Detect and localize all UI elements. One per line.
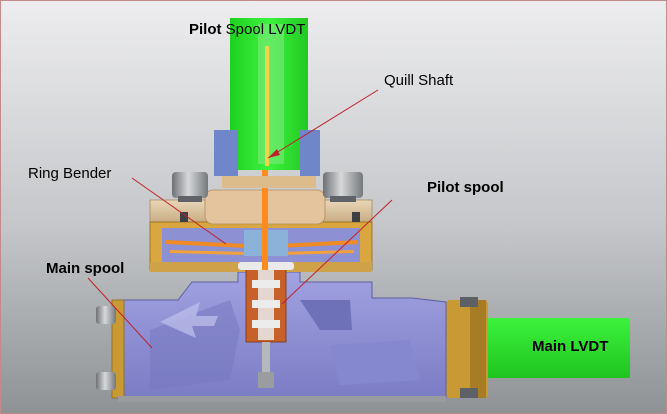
main-lvdt-label: Main LVDT	[532, 338, 609, 355]
quill-shaft-label: Quill Shaft	[384, 72, 454, 89]
main-lvdt-bolt-top	[460, 297, 478, 307]
pilot-spool-leader	[281, 199, 393, 305]
ring-bender-leader	[131, 177, 227, 245]
pilot-spool-lvdt-label: Pilot Spool LVDT	[189, 22, 305, 37]
leader-lines	[87, 89, 393, 349]
main-spool-leader	[87, 277, 153, 349]
ring-bender	[166, 240, 358, 255]
pilot-spool-tip	[258, 372, 274, 388]
main-housing-channel	[300, 300, 352, 330]
main-lvdt-bolt-bottom	[460, 388, 478, 398]
ring-bender-label: Ring Bender	[28, 165, 112, 182]
pilot-spool-land-2	[252, 300, 280, 308]
pilot-lvdt-core-rod	[265, 46, 269, 166]
pilot-spool-label: Pilot spool	[427, 179, 504, 196]
main-spool-bolt-top	[96, 306, 116, 324]
main-lvdt-body	[480, 318, 630, 378]
ring-bender-plate-right-2	[278, 250, 354, 255]
main-spool-label: Main spool	[46, 260, 125, 277]
right-cap	[323, 172, 363, 198]
quill-shaft-leader	[267, 89, 379, 159]
main-lvdt-adapter-shade	[470, 300, 486, 398]
left-cap-stem	[178, 196, 202, 202]
pilot-lvdt-collar	[214, 130, 238, 176]
pilot-lvdt-coil-window	[258, 24, 284, 164]
main-spool-bolt-bottom	[96, 372, 116, 390]
pilot-lvdt-collar-right	[300, 130, 320, 176]
main-housing-arrow-mark	[160, 302, 218, 338]
pilot-lvdt-base-ring	[222, 176, 316, 188]
main-valve-foot	[118, 396, 446, 402]
pilot-lvdt-assembly	[214, 18, 320, 188]
ring-bender-plate-left-2	[170, 250, 246, 255]
ring-bender-plate-right	[278, 240, 358, 248]
main-housing-land	[330, 340, 420, 385]
quill-shaft-arrowhead	[268, 149, 280, 158]
left-housing-screw	[180, 212, 188, 222]
right-cap-stem	[330, 196, 356, 202]
main-lvdt-assembly	[446, 297, 630, 398]
pilot-spool-stem	[262, 342, 270, 382]
right-housing-screw	[352, 212, 360, 222]
pilot-spool-land-3	[252, 320, 280, 328]
pilot-spool-lvdt-label-rest: Spool LVDT	[221, 21, 306, 38]
pilot-spool-land-1	[252, 280, 280, 288]
ring-bender-plate-left	[166, 240, 246, 248]
left-cap	[172, 172, 208, 198]
pilot-spool-lvdt-label-bold: Pilot	[189, 21, 222, 38]
